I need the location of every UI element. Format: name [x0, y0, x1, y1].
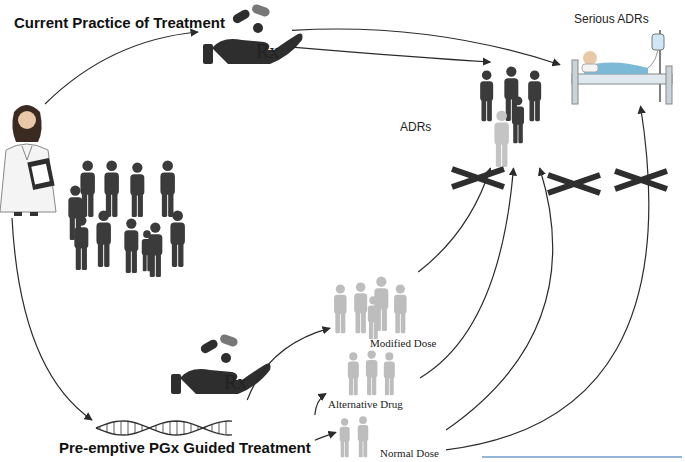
normal-dose-people — [340, 416, 369, 457]
group-label: Alternative Drug — [328, 398, 403, 410]
person-icon — [74, 215, 88, 270]
group-label: Modified Dose — [370, 337, 436, 349]
figure-group: Pre-emptive PGx Guided Treatment — [55, 400, 315, 460]
rule-line — [482, 457, 682, 458]
blocked-cross — [615, 171, 667, 189]
flow-arrow — [292, 47, 490, 62]
figure-group: Normal Dose — [336, 414, 446, 460]
rx-hand-icon — [171, 333, 271, 394]
person-icon — [170, 210, 184, 267]
person-icon — [142, 230, 153, 271]
figure-group: Current Practice of Treatment — [12, 8, 292, 64]
person-icon — [366, 350, 377, 395]
person-icon — [480, 70, 493, 121]
patient-crowd — [68, 160, 185, 277]
person-icon — [368, 296, 379, 339]
group-label: Current Practice of Treatment — [14, 14, 225, 31]
person-icon — [512, 96, 524, 143]
person-icon — [394, 284, 407, 333]
person-icon — [340, 418, 350, 457]
doctor-figure — [0, 105, 56, 216]
flow-arrow — [315, 432, 336, 440]
flow-arrow — [446, 168, 553, 430]
person-icon — [384, 352, 395, 395]
rx-symbol: Rx — [224, 371, 247, 394]
person-icon — [124, 218, 138, 273]
person-icon — [130, 162, 144, 217]
rx-symbol: Rx — [256, 40, 279, 63]
person-icon — [80, 160, 94, 217]
flow-arrow — [315, 393, 326, 415]
person-icon — [96, 210, 110, 267]
person-icon — [160, 160, 174, 217]
flow-arrow — [247, 328, 330, 400]
flow-arrow — [45, 32, 198, 104]
blocked-cross — [452, 169, 504, 187]
flow-arrow — [446, 106, 649, 450]
alternative-drug-people — [348, 350, 395, 395]
hospital-bed-icon — [572, 30, 672, 104]
person-icon — [358, 416, 369, 457]
modified-dose-people — [334, 276, 407, 339]
group-label: ADRs — [400, 120, 431, 134]
person-icon — [354, 282, 367, 333]
figure-group: Serious ADRs — [560, 10, 682, 106]
person-icon — [494, 110, 508, 167]
group-label: Pre-emptive PGx Guided Treatment — [59, 439, 311, 456]
adr-people — [480, 66, 541, 167]
figure-group: Alternative Drug — [326, 350, 420, 412]
dna-helix — [96, 421, 232, 435]
figure-group: ADRs — [398, 62, 552, 168]
rx-hand-icon — [203, 3, 303, 64]
blocked-cross — [548, 175, 600, 193]
flow-arrow — [292, 29, 560, 65]
figure-group: Modified Dose — [330, 272, 440, 350]
group-label: Normal Dose — [380, 447, 439, 459]
person-icon — [104, 160, 118, 217]
person-icon — [348, 352, 359, 395]
person-icon — [334, 284, 347, 333]
person-icon — [528, 70, 541, 121]
group-label: Serious ADRs — [574, 12, 649, 26]
